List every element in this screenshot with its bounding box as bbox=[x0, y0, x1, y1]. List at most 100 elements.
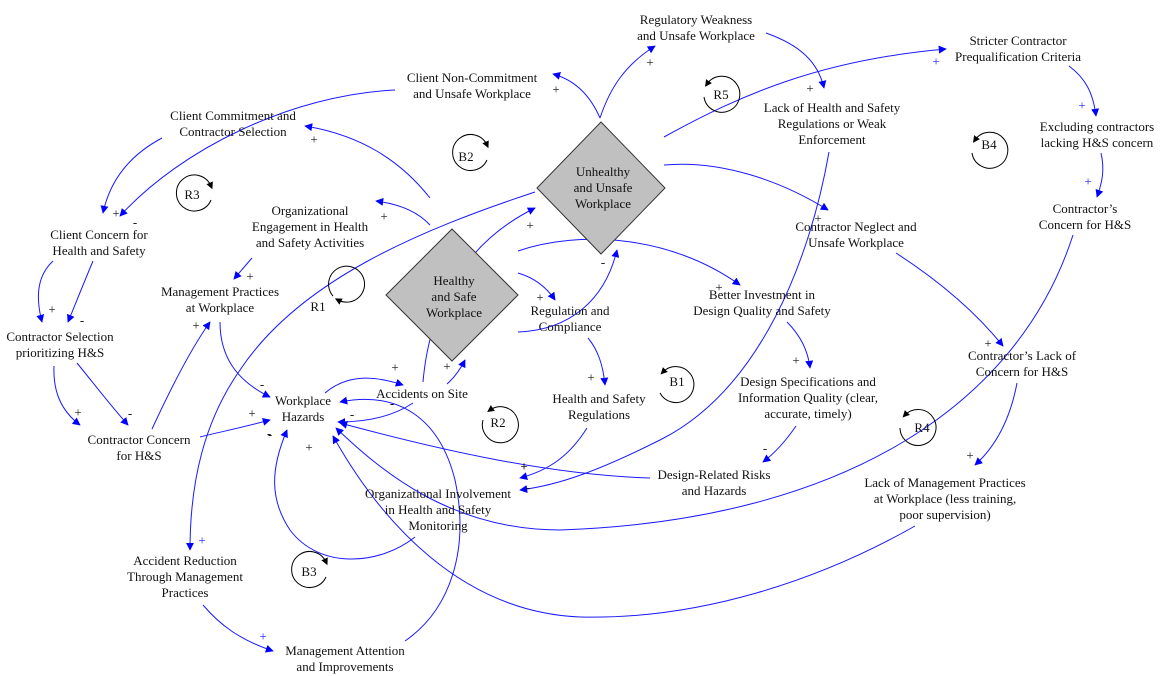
polarity-healthy-regcomp: + bbox=[536, 289, 544, 305]
polarity-stricter-excluding: + bbox=[1078, 97, 1086, 113]
polarity-lackhs-orginv: - bbox=[525, 479, 531, 495]
var-contractor-selection: Contractor Selection prioritizing H&S bbox=[6, 329, 114, 360]
var-management-practices: Management Practices at Workplace bbox=[160, 284, 280, 315]
link-accidents-healthy bbox=[446, 359, 466, 385]
stock-label-unhealthy: Unhealthy and Unsafe Workplace bbox=[573, 164, 633, 211]
polarity-excluding-contractorsconcern: + bbox=[1084, 173, 1092, 189]
loop-label-b3: B3 bbox=[301, 564, 317, 579]
loop-label-r3: R3 bbox=[184, 187, 200, 202]
link-lackmgmt-hazards bbox=[332, 435, 916, 618]
polarity-regcomp-unhealthy: - bbox=[600, 254, 606, 270]
var-excluding-contractors: Excluding contractors lacking H&S concer… bbox=[1039, 119, 1155, 150]
link-designrisk-hazards bbox=[339, 421, 651, 479]
var-lack-management-practices: Lack of Management Practices at Workplac… bbox=[864, 475, 1026, 522]
link-regweak-lackhs bbox=[765, 32, 827, 89]
var-better-investment: Better Investment in Design Quality and … bbox=[693, 287, 831, 318]
polarity-mgmtattn-hazards: - bbox=[349, 406, 355, 422]
polarity-designspec-designrisk: - bbox=[762, 440, 768, 456]
polarity-contrconcern-mgmtpractices: + bbox=[192, 317, 200, 333]
link-clientconcern-selection-neg bbox=[67, 260, 94, 323]
var-client-commitment: Client Commitment and Contractor Selecti… bbox=[170, 108, 296, 139]
loop-label-b2: B2 bbox=[458, 149, 474, 164]
polarity-accidents-hazards: - bbox=[389, 395, 395, 411]
link-hsregs-orginv bbox=[519, 427, 588, 481]
var-accidents-on-site: Accidents on Site bbox=[376, 386, 468, 401]
loop-marker-r2 bbox=[481, 405, 519, 444]
link-healthy-orgeng bbox=[375, 197, 431, 226]
var-hs-regulations: Health and Safety Regulations bbox=[552, 391, 646, 422]
loop-marker-r5 bbox=[703, 75, 741, 113]
var-organizational-engagement: Organizational Engagement in Health and … bbox=[251, 203, 369, 250]
link-designspec-designrisk bbox=[762, 425, 797, 463]
link-healthy-betterinv bbox=[517, 238, 741, 286]
var-design-specifications: Design Specifications and Information Qu… bbox=[738, 374, 878, 421]
link-selection-contrconcern-neg bbox=[76, 362, 129, 426]
loop-label-b1: B1 bbox=[669, 374, 685, 389]
polarity-accidents-unhealthy: + bbox=[526, 217, 534, 233]
loop-marker-r3 bbox=[175, 174, 213, 212]
stock-healthy-workplace bbox=[385, 228, 519, 362]
var-regulation-compliance: Regulation and Compliance bbox=[530, 303, 610, 334]
link-healthy-clientcommit bbox=[304, 123, 431, 199]
polarity-clientconcern-selection-pos: + bbox=[48, 301, 56, 317]
link-contrconcern-hazards bbox=[199, 417, 271, 438]
loop-marker-b1 bbox=[659, 366, 695, 404]
stock-label-healthy: Healthy and Safe Workplace bbox=[426, 273, 482, 320]
var-client-concern: Client Concern for Health and Safety bbox=[50, 227, 148, 258]
link-healthy-regcomp bbox=[517, 272, 556, 301]
polarity-lackconcern-lackmgmt: + bbox=[966, 447, 974, 463]
link-unhealthy-accred bbox=[186, 191, 536, 551]
var-regulatory-weakness: Regulatory Weakness and Unsafe Workplace bbox=[637, 12, 755, 43]
link-hazards-accidents bbox=[324, 377, 404, 394]
loop-label-b4: B4 bbox=[981, 137, 997, 152]
link-contrconcern-mgmtpractices bbox=[151, 321, 211, 430]
var-client-non-commitment: Client Non-Commitment and Unsafe Workpla… bbox=[406, 70, 538, 101]
polarity-orginv-hazards: - bbox=[266, 425, 272, 441]
polarity-clientcommit-clientconcern: + bbox=[112, 205, 120, 221]
var-organizational-involvement: Organizational Involvement in Health and… bbox=[365, 486, 511, 533]
polarity-healthy-orgeng: + bbox=[380, 208, 388, 224]
loop-label-r4: R4 bbox=[914, 420, 930, 435]
polarity-orgeng-mgmtpractices: + bbox=[246, 268, 254, 284]
polarity-regcomp-hsregs: + bbox=[587, 369, 595, 385]
polarity-healthy-clientcommit: + bbox=[310, 131, 318, 147]
var-workplace-hazards: Workplace Hazards bbox=[275, 393, 331, 424]
polarity-hsregs-orginv: + bbox=[520, 458, 528, 474]
polarity-designrisk-hazards: + bbox=[520, 458, 528, 474]
polarity-betterinv-designspec: + bbox=[792, 352, 800, 368]
link-excluding-contractorsconcern bbox=[1095, 152, 1104, 198]
polarity-clientconcern-selection-neg: - bbox=[79, 312, 85, 328]
var-management-attention: Management Attention and Improvements bbox=[285, 643, 405, 674]
polarity-neglect-lackconcern: + bbox=[984, 335, 992, 351]
polarity-selection-contrconcern-pos: + bbox=[74, 404, 82, 420]
polarity-accidents-healthy: + bbox=[443, 358, 451, 374]
link-clientnon-clientconcern bbox=[119, 89, 396, 217]
polarity-healthy-betterinv: + bbox=[715, 279, 723, 295]
loop-marker-b4 bbox=[971, 131, 1009, 169]
polarity-accred-mgmtattn: + bbox=[259, 628, 267, 644]
link-orginv-hazards bbox=[274, 429, 416, 560]
loop-label-r1: R1 bbox=[310, 299, 326, 314]
link-unhealthy-regweak bbox=[599, 45, 656, 119]
link-betterinv-designspec bbox=[786, 321, 814, 369]
polarity-contractorsconcern-hazards: - bbox=[267, 426, 273, 442]
link-neglect-lackconcern bbox=[895, 252, 1004, 347]
link-unhealthy-stricter bbox=[663, 45, 947, 138]
link-contractorsconcern-hazards bbox=[335, 234, 1074, 531]
var-design-related-risks: Design-Related Risks and Hazards bbox=[657, 467, 771, 498]
link-selection-contrconcern-pos bbox=[53, 365, 81, 426]
polarity-lackmgmt-hazards: + bbox=[305, 439, 313, 455]
var-contractors-lack-concern: Contractor’s Lack of Concern for H&S bbox=[967, 348, 1077, 379]
link-stricter-excluding bbox=[1068, 65, 1100, 117]
link-regcomp-unhealthy bbox=[517, 249, 620, 333]
loop-marker-r1 bbox=[328, 265, 366, 305]
polarity-regweak-lackhs: + bbox=[806, 80, 814, 96]
loop-marker-r4 bbox=[899, 408, 937, 446]
var-accident-reduction: Accident Reduction Through Management Pr… bbox=[127, 553, 243, 600]
loop-label-r2: R2 bbox=[490, 415, 506, 430]
polarity-mgmtpractices-hazards: - bbox=[259, 376, 265, 392]
polarity-selection-contrconcern-neg: - bbox=[127, 405, 133, 421]
stock-unhealthy-workplace bbox=[536, 121, 666, 255]
link-clientconcern-selection-pos bbox=[36, 260, 54, 323]
link-unhealthy-clientnon bbox=[552, 72, 601, 119]
